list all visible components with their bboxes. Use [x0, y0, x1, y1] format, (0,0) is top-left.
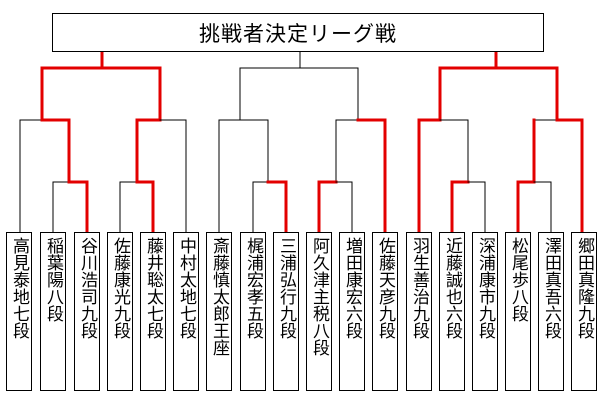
player-name: 松尾歩八段: [508, 237, 528, 322]
player-name: 阿久津主税八段: [309, 237, 329, 356]
player-name: 近藤誠也六段: [442, 237, 462, 339]
player-box: 藤井聡太七段: [140, 232, 166, 391]
player-name: 増田康宏六段: [342, 237, 362, 339]
player-box: 澤田真吾六段: [538, 232, 564, 391]
player-box: 阿久津主税八段: [306, 232, 332, 391]
bracket-title: 挑戦者決定リーグ戦: [52, 13, 544, 52]
player-box: 松尾歩八段: [505, 232, 531, 391]
bracket-title-text: 挑戦者決定リーグ戦: [199, 21, 397, 46]
player-box: 中村太地七段: [173, 232, 199, 391]
player-name: 佐藤天彦九段: [375, 237, 395, 339]
player-box: 高見泰地七段: [6, 232, 32, 391]
player-name: 羽生善治九段: [409, 237, 429, 339]
player-box: 梶浦宏孝五段: [240, 232, 266, 391]
player-name: 佐藤康光九段: [110, 237, 130, 339]
player-name: 中村太地七段: [176, 237, 196, 339]
player-name: 澤田真吾六段: [541, 237, 561, 339]
player-box: 増田康宏六段: [339, 232, 365, 391]
player-name: 高見泰地七段: [9, 237, 29, 339]
player-box: 谷川浩司九段: [74, 232, 100, 391]
player-name: 斎藤慎太郎王座: [209, 237, 229, 356]
player-box: 佐藤天彦九段: [372, 232, 398, 391]
player-box: 郷田真隆九段: [571, 232, 597, 391]
player-name: 深浦康市九段: [475, 237, 495, 339]
player-name: 三浦弘行九段: [276, 237, 296, 339]
player-name: 稲葉陽八段: [43, 237, 63, 322]
player-box: 羽生善治九段: [406, 232, 432, 391]
player-name: 藤井聡太七段: [143, 237, 163, 339]
player-name: 郷田真隆九段: [574, 237, 594, 339]
player-box: 三浦弘行九段: [273, 232, 299, 391]
player-box: 稲葉陽八段: [40, 232, 66, 391]
player-box: 佐藤康光九段: [107, 232, 133, 391]
player-name: 梶浦宏孝五段: [243, 237, 263, 339]
player-box: 斎藤慎太郎王座: [206, 232, 232, 391]
player-name: 谷川浩司九段: [77, 237, 97, 339]
player-box: 近藤誠也六段: [439, 232, 465, 391]
player-box: 深浦康市九段: [472, 232, 498, 391]
